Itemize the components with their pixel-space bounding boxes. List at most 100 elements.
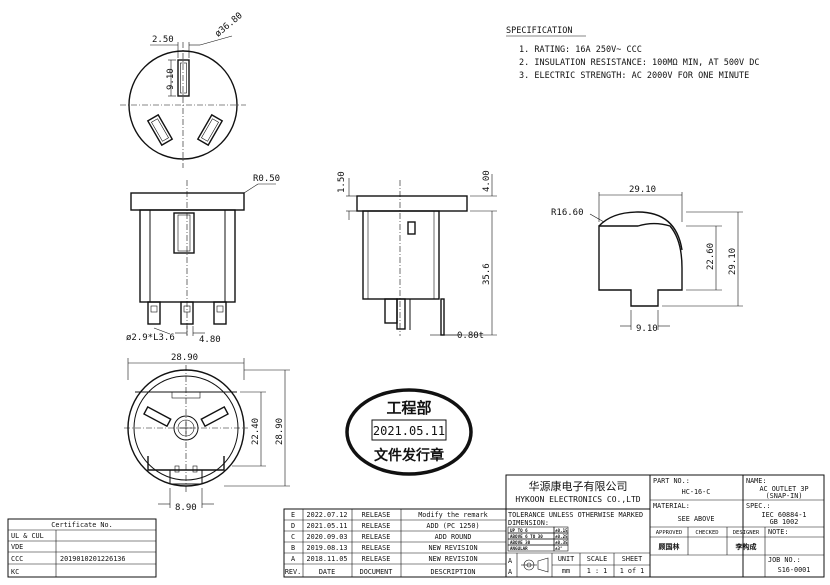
title-block: 华源康电子有限公司 HYKOON ELECTRONICS CO.,LTD TOL… <box>505 474 825 578</box>
revision-doc: RELEASE <box>362 522 391 530</box>
part-no: HC-16-C <box>682 488 711 496</box>
dim-pin-hole: ø2.9*L3.6 <box>126 333 175 343</box>
job-no-label: JOB NO.: <box>768 556 801 564</box>
dim-cutout-radius: R16.60 <box>551 208 584 218</box>
sheet-value: 1 of 1 <box>620 567 645 575</box>
tolerance-value: ±3° <box>555 546 563 551</box>
dim-cutout-tab: 9.10 <box>636 324 658 334</box>
revision-rev: E <box>291 511 295 519</box>
dim-cutout-width: 29.10 <box>629 185 656 195</box>
scale-value: 1 : 1 <box>587 567 607 575</box>
revision-doc: RELEASE <box>362 533 391 541</box>
bottom-view: 28.90 22.40 28.90 8.90 <box>124 353 290 513</box>
tolerance-value: ±0.15 <box>555 528 568 533</box>
revision-doc: RELEASE <box>362 555 391 563</box>
revision-header-doc: DOCUMENT <box>360 568 393 576</box>
tolerance-range: ABOVE 6 TO 30 <box>510 534 543 539</box>
tolerance-line2: DIMENSION: <box>508 519 549 527</box>
revision-date: 2019.08.13 <box>307 544 348 552</box>
dim-top-thickness: 1.50 <box>337 171 347 193</box>
side-view-left: R0.50 ø2.9*L3.6 4.80 <box>126 174 280 345</box>
certificate-name: VDE <box>11 543 23 551</box>
revision-rev: C <box>291 533 295 541</box>
company-name-en: HYKOON ELECTRONICS CO.,LTD <box>515 495 640 504</box>
dim-body-height: 35.6 <box>482 263 492 285</box>
dim-pin-length: 9.10 <box>166 68 176 90</box>
revision-desc: ADD (PC 1250) <box>426 522 479 530</box>
scale-label: SCALE <box>587 555 607 563</box>
unit-label: UNIT <box>558 555 574 563</box>
part-no-label: PART NO.: <box>653 477 690 485</box>
revision-date: 2018.11.05 <box>307 555 348 563</box>
material-label: MATERIAL: <box>653 502 690 510</box>
revision-desc: Modify the remark <box>418 511 488 519</box>
dim-radius-corner: R0.50 <box>253 174 280 184</box>
stamp-top-text: 工程部 <box>386 399 431 417</box>
revision-date: 2022.07.12 <box>307 511 348 519</box>
job-no: S16-0001 <box>778 566 811 574</box>
approved-signature: 顾国林 <box>659 542 681 551</box>
dim-bottom-width: 28.90 <box>171 353 198 363</box>
revision-header-date: DATE <box>319 568 335 576</box>
designer-signature: 李构成 <box>735 542 757 551</box>
revision-rev: A <box>291 555 295 563</box>
tolerance-value: ±0.25 <box>555 534 568 539</box>
revision-rev: D <box>291 522 295 530</box>
name-label: NAME: <box>746 477 766 485</box>
revision-date: 2021.05.11 <box>307 522 348 530</box>
dim-bottom-inner-height: 22.40 <box>251 418 261 445</box>
product-name-line2: (SNAP-IN) <box>766 492 803 500</box>
dim-bottom-tab: 8.90 <box>175 503 197 513</box>
material-value: SEE ABOVE <box>678 515 715 523</box>
dim-cutout-inner-height: 22.60 <box>706 243 716 270</box>
unit-value: mm <box>562 567 570 575</box>
revision-doc: RELEASE <box>362 511 391 519</box>
revision-desc: NEW REVISION <box>428 555 477 563</box>
tolerance-range: ANGULAR <box>510 546 528 551</box>
certificate-name: CCC <box>11 555 23 563</box>
revision-desc: NEW REVISION <box>428 544 477 552</box>
certificate-name: KC <box>11 568 19 576</box>
dim-terminal-thickness: 0.80t <box>457 331 484 341</box>
designer-label: DESIGNER <box>733 530 760 536</box>
company-name-cn: 华源康电子有限公司 <box>529 479 628 493</box>
sheet-label: SHEET <box>622 555 642 563</box>
spec-label: SPEC.: <box>746 502 771 510</box>
certificate-value: 2019010201226136 <box>60 555 125 563</box>
dim-flange-height: 4.00 <box>482 170 492 192</box>
tolerance-value: ±0.35 <box>555 540 568 545</box>
checked-label: CHECKED <box>695 530 718 536</box>
note-label: NOTE: <box>768 528 788 536</box>
projection-b: A <box>508 568 512 576</box>
dim-pin-width: 2.50 <box>152 35 174 45</box>
spec-standard-line2: GB 1002 <box>770 518 799 526</box>
certificate-header: Certificate No. <box>51 521 112 529</box>
stamp-bottom-text: 文件发行章 <box>374 447 444 464</box>
projection-a: A <box>508 557 512 565</box>
dim-bottom-height: 28.90 <box>275 418 285 445</box>
approved-label: APPROVED <box>656 530 683 536</box>
revision-doc: RELEASE <box>362 544 391 552</box>
revision-desc: ADD ROUND <box>435 533 472 541</box>
spec-title: SPECIFICATION <box>506 26 573 36</box>
product-name-line1: AC OUTLET 3P <box>759 485 808 493</box>
dim-cutout-height: 29.10 <box>728 248 738 275</box>
projection-symbol-icon <box>521 557 549 573</box>
dim-pin-pitch: 4.80 <box>199 335 221 345</box>
tolerance-range: ABOVE 30 <box>510 540 531 545</box>
spec-item: 1. RATING: 16A 250V~ CCC <box>519 45 642 55</box>
tolerance-row-cell <box>553 544 569 552</box>
dim-diameter: ø36.80 <box>213 11 244 40</box>
stamp-date: 2021.05.11 <box>373 424 445 438</box>
side-view-middle: 1.50 4.00 35.6 0.80t <box>337 170 497 341</box>
revision-rev: B <box>291 544 295 552</box>
revision-header-desc: DESCRIPTION <box>430 568 475 576</box>
front-view-top: 2.50 ø36.80 9.10 <box>120 11 246 168</box>
specification-block: SPECIFICATION 1. RATING: 16A 250V~ CCC 2… <box>506 26 760 81</box>
spec-item: 3. ELECTRIC STRENGTH: AC 2000V FOR ONE M… <box>519 71 749 81</box>
tolerance-range: UP TO 6 <box>510 528 528 533</box>
spec-item: 2. INSULATION RESISTANCE: 100MΩ MIN, AT … <box>519 58 760 68</box>
certificate-table: Certificate No. UL & CUL VDE CCC 2019010… <box>7 518 157 578</box>
tolerance-line1: TOLERANCE UNLESS OTHERWISE MARKED <box>508 511 643 519</box>
